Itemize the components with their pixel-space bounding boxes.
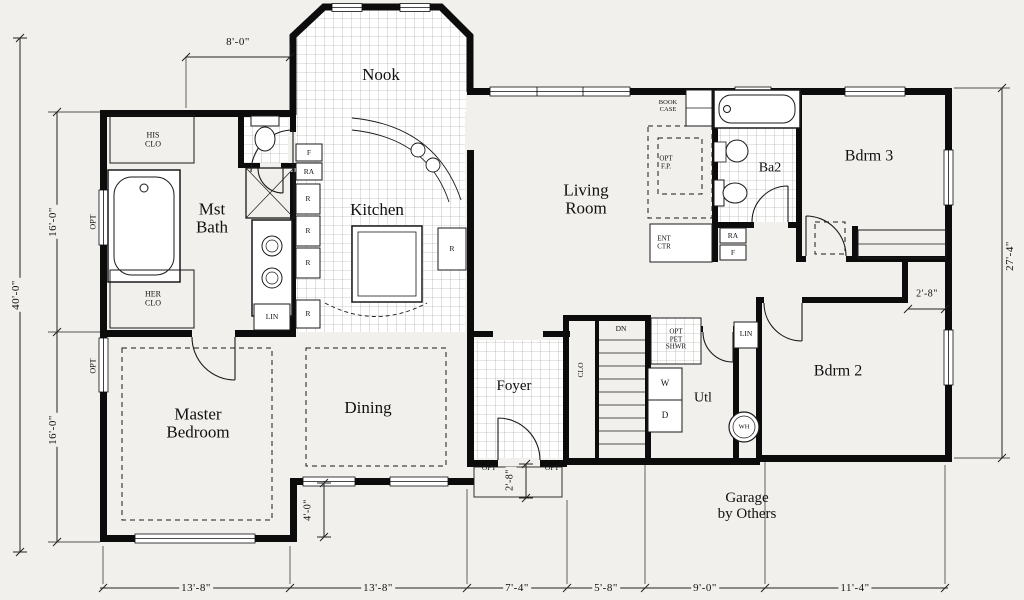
dimensions-layer bbox=[13, 33, 1010, 593]
appliance-label-ra-kitchen: RA bbox=[303, 166, 315, 176]
closet-label-his-clo: HIS CLO bbox=[145, 130, 161, 148]
appliance-label-f-kitchen: F bbox=[306, 147, 312, 157]
feature-label-opt-fireplace: OPT F.P. bbox=[659, 154, 673, 170]
room-label-master-bedroom: Master Bedroom bbox=[166, 404, 230, 442]
room-label-mst-bath: Mst Bath bbox=[195, 199, 229, 237]
room-label-utl: Utl bbox=[694, 390, 712, 406]
room-label-nook: Nook bbox=[362, 64, 400, 84]
dimension-label-bottom-3: 7'-4" bbox=[503, 582, 531, 595]
feature-label-dn: DN bbox=[615, 323, 627, 333]
room-label-foyer: Foyer bbox=[496, 377, 532, 394]
feature-label-opt-window-upper: OPT bbox=[88, 214, 98, 230]
windows-layer bbox=[98, 3, 954, 544]
dimension-label-dining-4-0: 4'-0" bbox=[302, 497, 315, 523]
closet-label-lin-hall: LIN bbox=[739, 328, 753, 338]
room-label-ba2: Ba2 bbox=[758, 160, 782, 176]
feature-label-water-heater: WH bbox=[738, 423, 750, 431]
room-label-kitchen: Kitchen bbox=[350, 199, 404, 219]
feature-label-washer: W bbox=[660, 378, 670, 389]
dimension-label-left-40-0: 40'-0" bbox=[10, 278, 23, 312]
doors-layer bbox=[191, 129, 847, 461]
dimension-label-top-8-0: 8'-0" bbox=[224, 36, 252, 49]
appliance-label-r-shelf-4: R bbox=[305, 308, 311, 318]
dashed-layer bbox=[121, 125, 846, 521]
dimension-label-right-2-8: 2'-8" bbox=[914, 288, 940, 301]
room-label-dining: Dining bbox=[344, 397, 392, 417]
feature-label-opt-foyer-left: OPT bbox=[481, 462, 497, 472]
room-label-garage: Garage by Others bbox=[717, 489, 777, 522]
dimension-label-bottom-6: 11'-4" bbox=[838, 582, 872, 595]
appliance-label-ra-hall: RA bbox=[727, 230, 739, 240]
closet-label-clo-foyer: CLO bbox=[575, 362, 585, 378]
room-label-living-room: Living Room bbox=[563, 180, 609, 218]
feature-label-dryer: D bbox=[661, 410, 669, 421]
dimension-label-right-27-4: 27'-4" bbox=[1004, 239, 1017, 273]
feature-label-opt-window-lower: OPT bbox=[88, 358, 98, 374]
feature-label-opt-pet-shwr: OPT PET SHWR bbox=[665, 327, 687, 351]
closet-label-lin-bath: LIN bbox=[265, 311, 279, 321]
appliance-label-r-shelf-1: R bbox=[305, 193, 311, 203]
room-label-bdrm3: Bdrm 3 bbox=[844, 147, 894, 165]
feature-label-opt-foyer-right: OPT bbox=[544, 462, 560, 472]
closet-label-her-clo: HER CLO bbox=[145, 289, 161, 307]
feature-label-book-case: BOOK CASE bbox=[658, 98, 678, 113]
dimension-label-bottom-4: 5'-8" bbox=[592, 582, 620, 595]
dimension-label-bottom-5: 9'-0" bbox=[691, 582, 719, 595]
appliance-label-r-shelf-3: R bbox=[305, 257, 311, 267]
appliance-label-f-hall: F bbox=[730, 247, 736, 257]
fixtures-layer bbox=[107, 89, 947, 498]
dimension-label-bottom-1: 13'-8" bbox=[179, 582, 213, 595]
dimension-label-foyer-2-8: 2'-8" bbox=[504, 467, 517, 493]
room-label-bdrm2: Bdrm 2 bbox=[813, 362, 863, 380]
dimension-label-bottom-2: 13'-8" bbox=[361, 582, 395, 595]
dimension-label-left-16-0-lower: 16'-0" bbox=[47, 413, 60, 447]
dimension-label-left-16-0-upper: 16'-0" bbox=[47, 205, 60, 239]
appliance-label-r-shelf-2: R bbox=[305, 225, 311, 235]
appliance-label-r-fridge: R bbox=[449, 243, 455, 253]
feature-label-ent-ctr: ENT CTR bbox=[657, 234, 671, 250]
